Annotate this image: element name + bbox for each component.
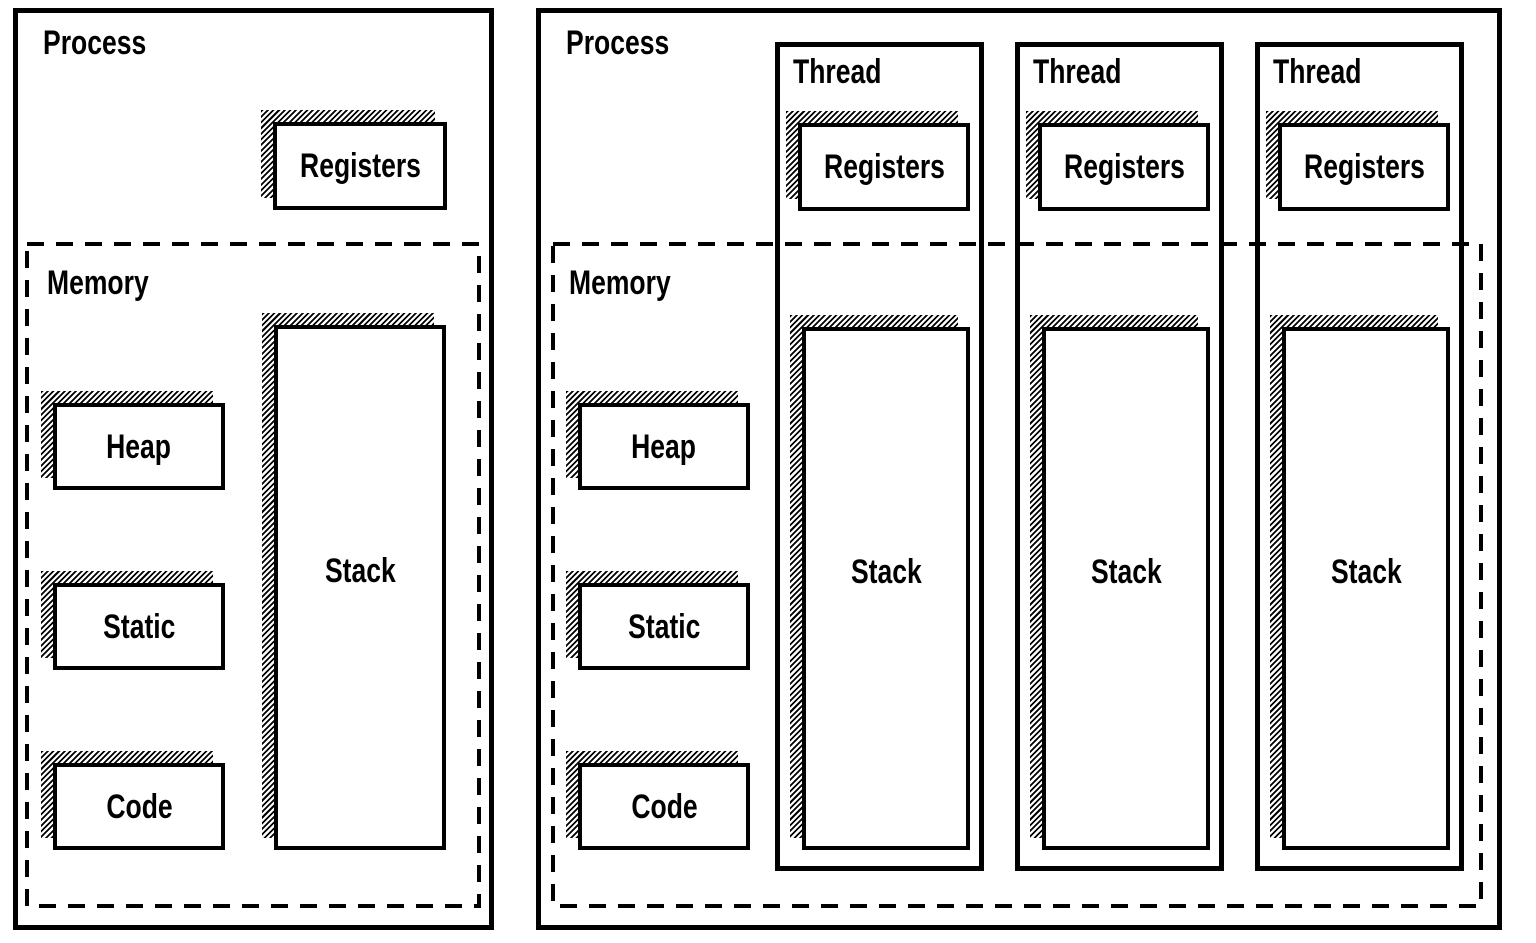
stack-label: Stack (1090, 552, 1162, 591)
stack-label: Stack (850, 552, 922, 591)
registers-box: Registers (261, 110, 447, 210)
stack-label: Stack (1330, 552, 1402, 591)
registers-label: Registers (1303, 148, 1425, 186)
process-label: Process (566, 24, 670, 62)
thread-stack-box: Stack (1030, 315, 1210, 850)
process-box-multi: Thread Registers Stack Thread Registers (536, 8, 1502, 930)
process-label: Process (43, 24, 147, 62)
thread-box: Thread Registers Stack (1255, 42, 1464, 871)
registers-box-frame: Registers (273, 122, 447, 210)
thread-registers-box: Registers (1266, 111, 1450, 211)
thread-stack-frame: Stack (1282, 327, 1450, 850)
registers-label: Registers (1063, 148, 1185, 186)
thread-label: Thread (1273, 53, 1362, 91)
thread-stack-box: Stack (1270, 315, 1450, 850)
thread-registers-frame: Registers (1278, 123, 1450, 211)
thread-stack-box: Stack (790, 315, 970, 850)
thread-registers-frame: Registers (798, 123, 970, 211)
thread-stack-frame: Stack (802, 327, 970, 850)
thread-registers-frame: Registers (1038, 123, 1210, 211)
thread-registers-box: Registers (1026, 111, 1210, 211)
thread-box: Thread Registers Stack (1015, 42, 1224, 871)
thread-box: Thread Registers Stack (775, 42, 984, 871)
registers-label: Registers (823, 148, 945, 186)
registers-label: Registers (299, 147, 421, 185)
thread-registers-box: Registers (786, 111, 970, 211)
thread-stack-frame: Stack (1042, 327, 1210, 850)
thread-label: Thread (793, 53, 882, 91)
thread-label: Thread (1033, 53, 1122, 91)
